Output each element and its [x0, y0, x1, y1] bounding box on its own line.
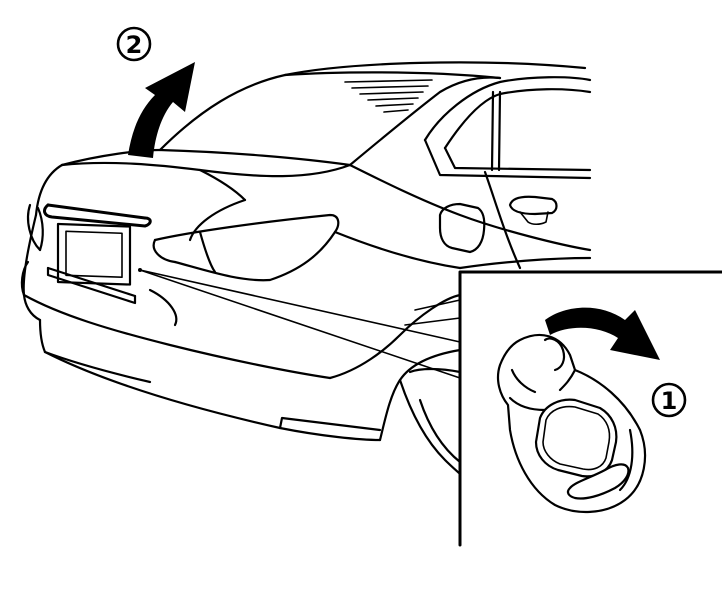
- step-label-2: 2: [126, 31, 143, 59]
- step-marker-1: 1: [651, 382, 687, 418]
- callout-lines: [138, 268, 461, 379]
- lift-up-arrow-icon: [128, 62, 195, 158]
- step-marker-2: 2: [116, 26, 152, 62]
- step-label-1: 1: [661, 387, 678, 415]
- rotate-clockwise-arrow-icon: [545, 307, 660, 360]
- sedan-rear-view-icon: [20, 61, 592, 476]
- car-key-icon: [496, 333, 647, 514]
